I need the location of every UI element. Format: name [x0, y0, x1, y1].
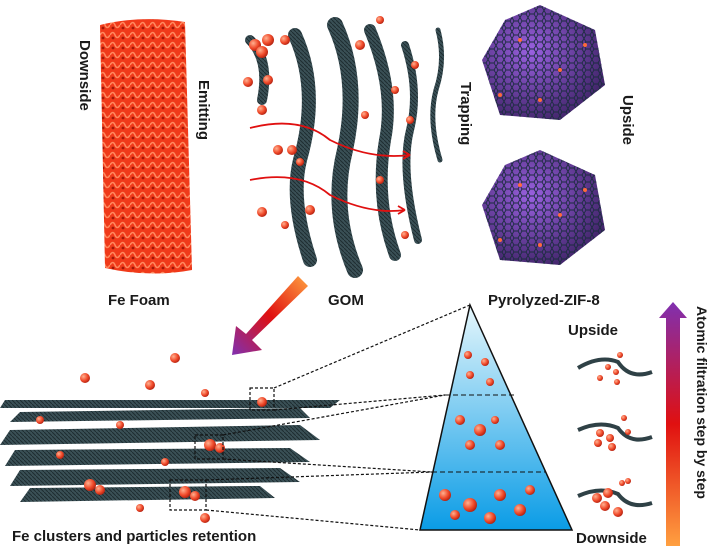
gom-sheets	[245, 17, 444, 278]
filtration-pyramid	[419, 302, 574, 531]
gom-label: GOM	[328, 292, 364, 309]
zif-particle-lower	[482, 150, 605, 265]
gom-fe-particles	[243, 16, 419, 239]
steps-upside-label: Upside	[568, 322, 619, 339]
emitting-label: Emitting	[195, 80, 212, 140]
zoom-boxes	[169, 304, 471, 531]
atomic-filtration-label: Atomic filtration step by step	[694, 306, 710, 499]
gom-arrows	[249, 122, 411, 215]
steps-downside-label: Downside	[576, 530, 647, 547]
stacked-sheets	[0, 400, 340, 502]
trapping-label: Trapping	[457, 82, 474, 146]
retained-fe-particles	[36, 353, 267, 523]
zif-particle-upper	[482, 5, 605, 120]
fe-foam-downside-label: Downside	[76, 40, 93, 111]
zif-upside-label: Upside	[619, 95, 636, 146]
transition-arrow	[232, 276, 308, 355]
retention-label: Fe clusters and particles retention	[12, 528, 257, 545]
filtration-steps	[576, 352, 653, 517]
fe-foam-label: Fe Foam	[108, 292, 170, 309]
pyrolyzed-zif-8-label: Pyrolyzed-ZIF-8	[488, 292, 600, 309]
fe-foam-block	[100, 19, 192, 274]
filtration-arrow	[659, 302, 687, 546]
